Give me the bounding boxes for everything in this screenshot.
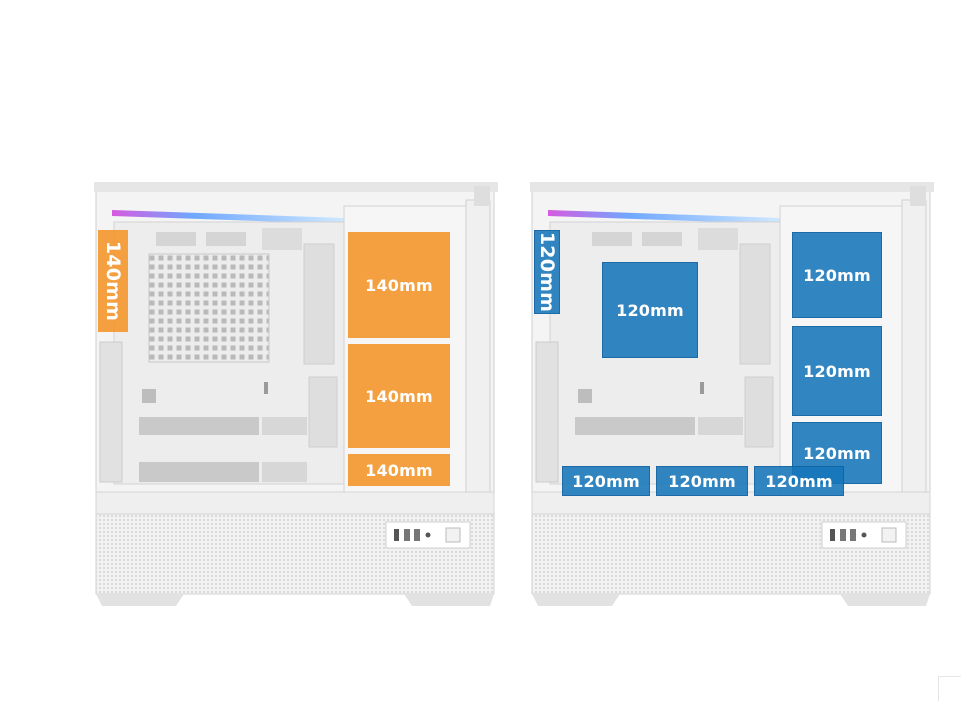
front-fan-label: 140mm [365,275,433,295]
side-fan-label: 120mm [536,231,559,313]
mobo-fan-label: 120mm [616,300,684,320]
bottom-fan-120-3: 120mm [754,466,844,496]
front-fan-120-top: 120mm [792,232,882,318]
bottom-fan-label: 120mm [668,471,736,491]
bottom-fan-label: 120mm [572,471,640,491]
left-case: 140mm 140mm 140mm 140mm [94,182,498,607]
side-fan-label: 140mm [102,240,125,322]
front-fan-label: 120mm [803,361,871,381]
corner-mark [938,676,961,701]
front-fan-label: 140mm [365,386,433,406]
right-case: 120mm 120mm 120mm 120mm 120mm 120mm 120m… [530,182,934,607]
bottom-fan-120-1: 120mm [562,466,650,496]
front-fan-140-bottom: 140mm [348,454,450,486]
front-fan-label: 120mm [803,265,871,285]
front-fan-140-top: 140mm [348,232,450,338]
motherboard-fan-120: 120mm [602,262,698,358]
side-radiator-fan-120: 120mm [534,230,560,314]
bottom-fan-label: 120mm [765,471,833,491]
front-fan-label: 120mm [803,443,871,463]
front-fan-140-middle: 140mm [348,344,450,448]
side-radiator-fan-140: 140mm [98,230,128,332]
front-fan-label: 140mm [365,460,433,480]
bottom-fan-120-2: 120mm [656,466,748,496]
front-fan-120-middle: 120mm [792,326,882,416]
